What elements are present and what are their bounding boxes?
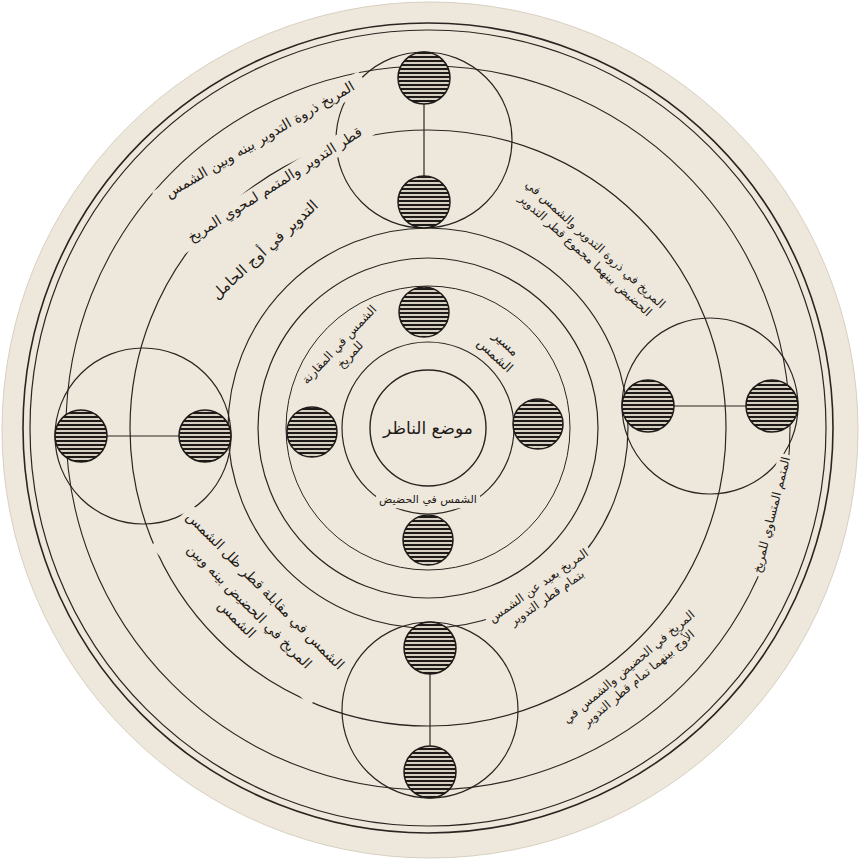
outer-ring [23,23,833,833]
sun-ball [403,515,453,565]
sun-ring [286,286,570,570]
sun-ring [342,342,514,514]
arc-label: المريخ في الحضيض بينه وبين الشمس [150,520,335,705]
mars-ball [398,52,450,104]
arc-label: المريخ في ذروة التدوير والشمس في الحضيض … [505,171,674,329]
arc-label: مسير الشمس [459,310,541,390]
arc-label: التدوير في أوج الحامل [193,183,336,317]
epicycle-diameter [107,435,179,436]
epicycle-diameter [423,104,424,176]
arc-label: المريخ بعيد عن الشمس بتمام قطر التدوير [483,543,604,641]
orbit-ring [258,258,598,598]
mars-ball [404,746,456,798]
mars-ball [55,410,107,462]
sun-ball [513,399,563,449]
epicycle-diameter [674,405,746,406]
observer-circle: موضع الناظر [369,369,487,487]
node-circle [370,370,486,486]
mars-ball [404,622,456,674]
epicycle [342,622,518,798]
epicycle [55,348,231,524]
mars-ball [398,176,450,228]
arc-label: الشمس في الحضيض [376,492,480,508]
epicycle-diameter [429,674,430,746]
arc-label: المتمم المتساوي للمريخ [748,452,795,578]
planet-balls [55,52,798,798]
epicycles [55,52,798,798]
sun-ball [287,407,337,457]
sun-ball [399,287,449,337]
mars-ball [746,380,798,432]
epicycle [622,318,798,494]
node-label: موضع الناظر [383,418,473,438]
mars-ball [179,410,231,462]
outer-ring [30,30,826,826]
orbit-ring [66,66,790,790]
arc-label: المريخ في الحضيض والشمس في الأوج بينهما … [547,596,721,749]
arc-label: الشمس في المقارنة للمريخ [296,299,395,401]
mars-ball [622,380,674,432]
orbit-rings [23,23,833,833]
